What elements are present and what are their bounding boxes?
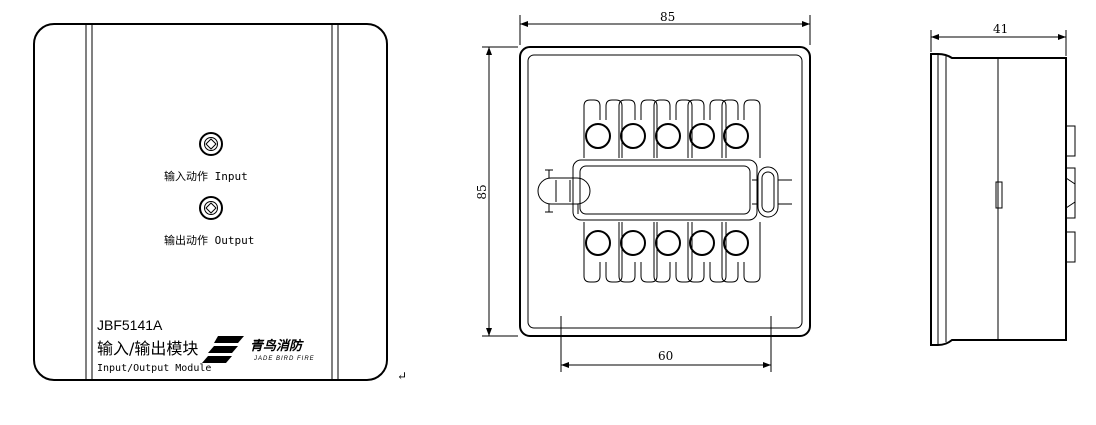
back-view: 85 85 60 (475, 10, 811, 372)
terminal-slot (618, 99, 658, 158)
dim-side-depth-label: 41 (993, 22, 1008, 36)
dim-side-depth: 41 (930, 22, 1067, 56)
terminal-slot (583, 99, 623, 158)
module-name-cn: 输入/输出模块 (97, 339, 198, 358)
terminal-screw (620, 123, 646, 149)
terminal-screw (689, 123, 715, 149)
dim-terminal-spacing: 60 (560, 316, 772, 372)
brand-name-en: JADE BIRD FIRE (253, 356, 315, 362)
dim-terminal-spacing-label: 60 (658, 349, 673, 363)
module-name-en: Input/Output Module (97, 363, 211, 374)
model-number: JBF5141A (97, 317, 163, 333)
side-view: 41 (930, 22, 1076, 346)
bottom-terminal-slots (583, 222, 761, 283)
brand-logo-icon (202, 336, 244, 363)
brand-name-cn: 青鸟消防 (250, 338, 304, 354)
side-connectors (1065, 125, 1076, 263)
terminal-slot (721, 222, 761, 283)
output-label: 输出动作 Output (164, 233, 254, 247)
center-block (572, 159, 758, 221)
terminal-screw (689, 230, 715, 256)
terminal-screw (655, 230, 681, 256)
side-outline (930, 53, 1067, 346)
output-led-icon (199, 196, 223, 220)
top-terminal-slots (583, 99, 761, 158)
dim-back-width-label: 85 (660, 10, 675, 24)
terminal-slot (653, 222, 693, 283)
back-outer-outline (519, 46, 811, 337)
left-mounting-tab (537, 169, 591, 214)
terminal-slot (618, 222, 658, 283)
terminal-slot (687, 99, 727, 158)
terminal-screw (655, 123, 681, 149)
dim-back-height-label: 85 (475, 184, 489, 199)
back-inner-outline (527, 54, 803, 329)
terminal-screw (585, 230, 611, 256)
right-mounting-tab (752, 166, 792, 218)
terminal-screw (585, 123, 611, 149)
terminal-slot (721, 99, 761, 158)
terminal-slot (687, 222, 727, 283)
input-led-icon (199, 132, 223, 156)
terminal-screw (620, 230, 646, 256)
paragraph-mark: ↵ (397, 369, 407, 383)
front-outline (33, 23, 388, 381)
input-label: 输入动作 Input (164, 169, 248, 183)
terminal-screw (723, 230, 749, 256)
terminal-slot (653, 99, 693, 158)
dim-back-width: 85 (519, 10, 811, 45)
dim-back-height: 85 (475, 46, 518, 337)
terminal-slot (583, 222, 623, 283)
front-view: 输入动作 Input 输出动作 Output JBF5141A 输入/输出模块 … (33, 23, 407, 383)
terminal-screw (723, 123, 749, 149)
